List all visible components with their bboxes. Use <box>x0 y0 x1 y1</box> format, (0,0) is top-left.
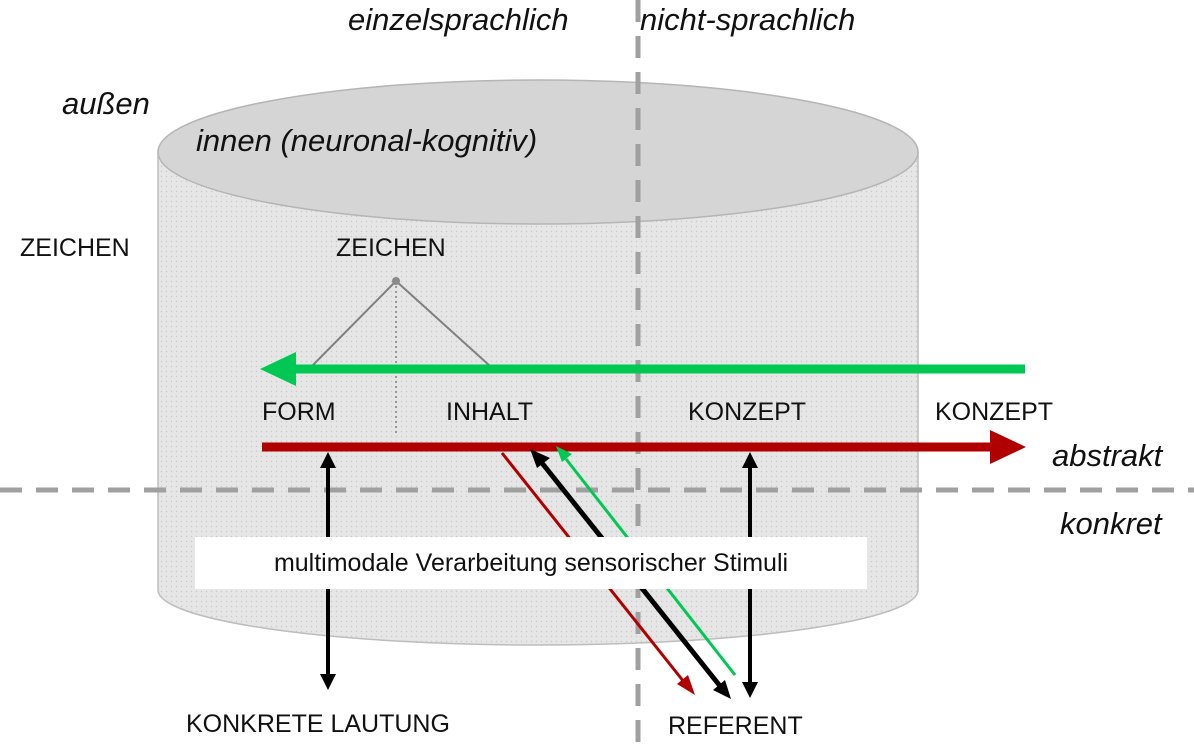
konzept-referent-arrow-head-top <box>742 452 758 468</box>
form-label: FORM <box>262 398 336 426</box>
diagonal-black-arrow-head-bottom <box>713 680 731 699</box>
inhalt-label: INHALT <box>446 398 534 426</box>
aussen-label: außen <box>62 86 150 121</box>
zeichen-outer-label: ZEICHEN <box>20 234 130 262</box>
diagonal-black-arrow-head-top <box>530 449 550 468</box>
sign-triangle-left-edge <box>311 280 397 367</box>
diagonal-green-arrow-head <box>556 446 572 462</box>
red-arrow-head <box>990 430 1026 464</box>
innen-label: innen (neuronal-kognitiv) <box>196 123 538 158</box>
stimuli-box: multimodale Verarbeitung sensorischer St… <box>195 537 867 589</box>
form-lautung-arrow-head-bottom <box>320 674 336 690</box>
sign-triangle-right-edge <box>395 280 491 367</box>
konkret-label: konkret <box>1060 506 1162 541</box>
konzept-outer-label: KONZEPT <box>935 398 1054 426</box>
form-lautung-arrow-head-top <box>320 452 336 468</box>
referent-label: REFERENT <box>668 712 803 740</box>
diagonal-red-arrow-head <box>677 675 695 695</box>
konkrete-lautung-label: KONKRETE LAUTUNG <box>186 710 450 738</box>
stimuli-label: multimodale Verarbeitung sensorischer St… <box>273 548 789 577</box>
konzept-referent-arrow-head-bottom <box>742 682 758 698</box>
sign-apex-dot <box>392 277 400 285</box>
zeichen-inner-label: ZEICHEN <box>336 234 446 262</box>
einzelsprachlich-label: einzelsprachlich <box>348 2 569 37</box>
konzept-inner-label: KONZEPT <box>688 398 807 426</box>
abstrakt-label: abstrakt <box>1052 438 1163 473</box>
cylinder-top <box>157 79 919 225</box>
nicht-sprachlich-label: nicht-sprachlich <box>640 2 856 37</box>
green-arrow-head <box>260 352 296 386</box>
cylinder-body <box>157 151 919 646</box>
